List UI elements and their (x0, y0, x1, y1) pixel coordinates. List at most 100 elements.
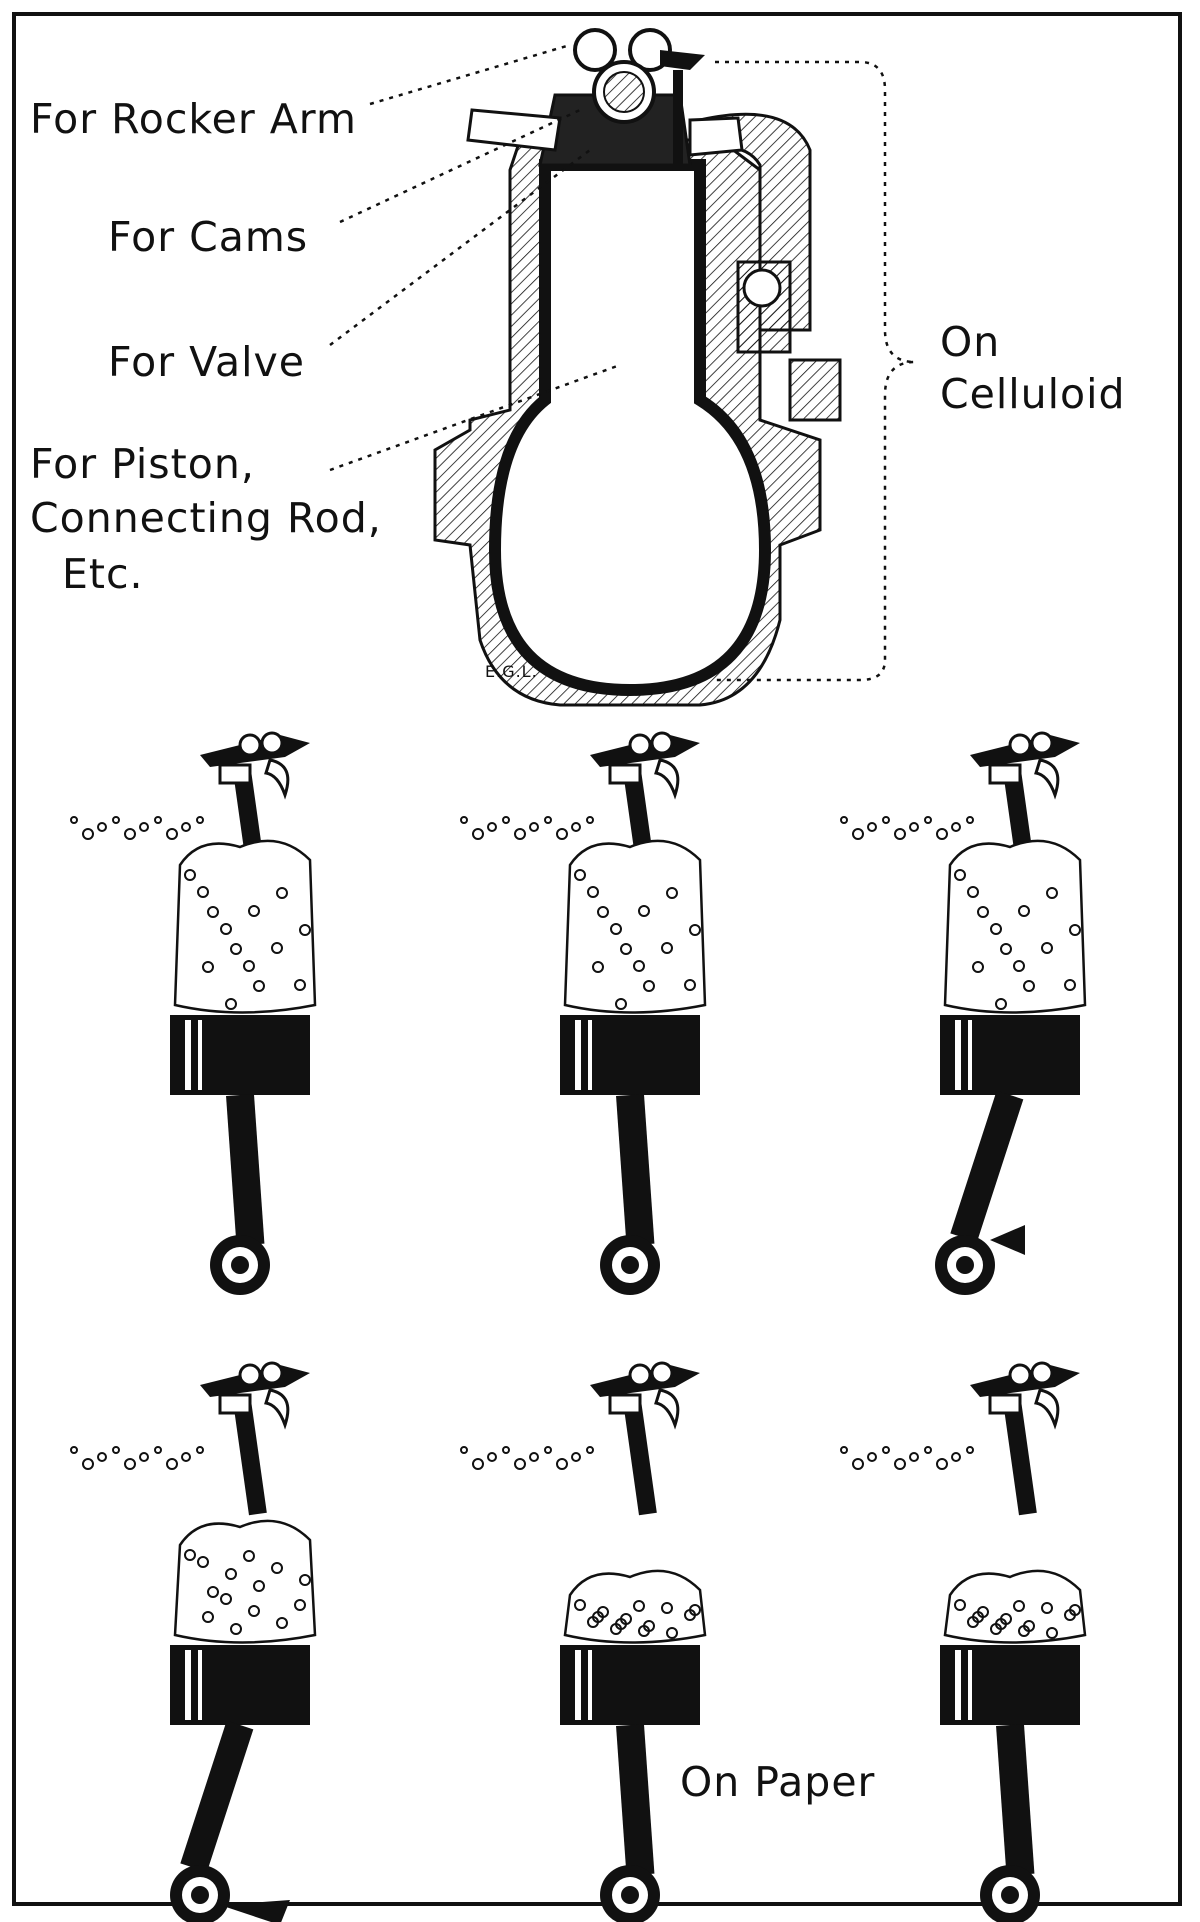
leader-valve (329, 149, 591, 346)
label-paper: On Paper (680, 1758, 876, 1806)
valve-spring (988, 1393, 1022, 1415)
spark-plug (788, 358, 842, 422)
right-eye (260, 731, 284, 755)
left-eye (628, 733, 652, 757)
left-eye (628, 1363, 652, 1387)
beak (264, 1388, 290, 1430)
right-eye (1030, 731, 1054, 755)
gas-cloud (943, 1569, 1087, 1644)
label-celluloid-line2: Celluloid (940, 370, 1126, 418)
piston-body (170, 1645, 310, 1725)
valve-spring (608, 1393, 642, 1415)
outlet-port (688, 116, 744, 157)
right-eye (260, 1361, 284, 1385)
rocker-arm (573, 28, 705, 124)
piston-ring-highlight (588, 1650, 592, 1720)
figure-3 (840, 731, 1087, 1295)
crank-arm (990, 1225, 1025, 1255)
gas-cloud (943, 839, 1087, 1014)
exhaust-puffs (840, 816, 974, 840)
leader-lines (329, 43, 916, 682)
crank-center (191, 1886, 209, 1904)
gas-cloud (173, 1519, 317, 1644)
valve-spring (988, 763, 1022, 785)
crank-center (621, 1256, 639, 1274)
connecting-rod (996, 1724, 1035, 1876)
exhaust-puffs (460, 1446, 594, 1470)
valve-spring (218, 1393, 252, 1415)
valve-stem (232, 1393, 267, 1516)
figure-4 (70, 1361, 317, 1922)
piston-ring-highlight (198, 1650, 202, 1720)
left-eye (238, 1363, 262, 1387)
leader-piston (329, 363, 621, 472)
piston-ring-highlight (968, 1650, 972, 1720)
side-bolt (742, 268, 782, 308)
valve-stem (673, 70, 683, 170)
connecting-rod (226, 1094, 265, 1246)
piston-figures (70, 731, 1087, 1922)
crank-arm (220, 1900, 290, 1922)
crank-center (1001, 1886, 1019, 1904)
beak (1034, 1388, 1060, 1430)
label-piston-line3: Etc. (62, 550, 144, 598)
piston-ring-highlight (185, 1020, 191, 1090)
gas-cloud (563, 1569, 707, 1644)
piston-ring-highlight (575, 1650, 581, 1720)
leader-cams (339, 108, 581, 224)
right-eye (650, 1361, 674, 1385)
beak (654, 1388, 680, 1430)
connecting-rod (950, 1090, 1024, 1242)
label-celluloid-line1: On (940, 318, 1001, 366)
crank-center (621, 1886, 639, 1904)
piston-body (560, 1015, 700, 1095)
piston-ring-highlight (198, 1020, 202, 1090)
figure-5 (460, 1361, 707, 1922)
illustration-frame (12, 12, 1182, 1906)
label-piston-line2: Connecting Rod, (30, 494, 382, 542)
inlet-port (466, 108, 562, 152)
beak (264, 758, 290, 800)
figure-1 (70, 731, 317, 1295)
piston-body (560, 1645, 700, 1725)
piston-ring-highlight (968, 1020, 972, 1090)
figure-2 (460, 731, 707, 1295)
connecting-rod (180, 1720, 254, 1872)
beak (654, 758, 680, 800)
bracket-celluloid (715, 60, 916, 682)
piston-ring-highlight (955, 1020, 961, 1090)
exhaust-puffs (460, 816, 594, 840)
gas-cloud (563, 839, 707, 1014)
connecting-rod (616, 1094, 655, 1246)
artist-initials: E.G.L. (485, 662, 538, 681)
exhaust-puffs (840, 1446, 974, 1470)
valve-spring (608, 763, 642, 785)
exhaust-puffs (70, 1446, 204, 1470)
right-eye (1030, 1361, 1054, 1385)
beak (1034, 758, 1060, 800)
piston-ring-highlight (955, 1650, 961, 1720)
exhaust-puffs (70, 816, 204, 840)
left-eye (1008, 733, 1032, 757)
gas-cloud (173, 839, 317, 1014)
piston-body (940, 1015, 1080, 1095)
crank-center (231, 1256, 249, 1274)
valve-spring (218, 763, 252, 785)
label-cams: For Cams (108, 213, 309, 261)
left-eye (238, 733, 262, 757)
piston-body (940, 1645, 1080, 1725)
piston-ring-highlight (588, 1020, 592, 1090)
crank-center (956, 1256, 974, 1274)
valve-stem (1002, 1393, 1037, 1516)
figure-6 (840, 1361, 1087, 1922)
label-valve: For Valve (108, 338, 305, 386)
valve-stem (622, 1393, 657, 1516)
piston-body (170, 1015, 310, 1095)
engine-cross-section (433, 28, 842, 707)
label-rocker-arm: For Rocker Arm (30, 95, 357, 143)
piston-ring-highlight (185, 1650, 191, 1720)
leader-rocker-arm (369, 43, 571, 106)
left-eye (1008, 1363, 1032, 1387)
right-eye (650, 731, 674, 755)
